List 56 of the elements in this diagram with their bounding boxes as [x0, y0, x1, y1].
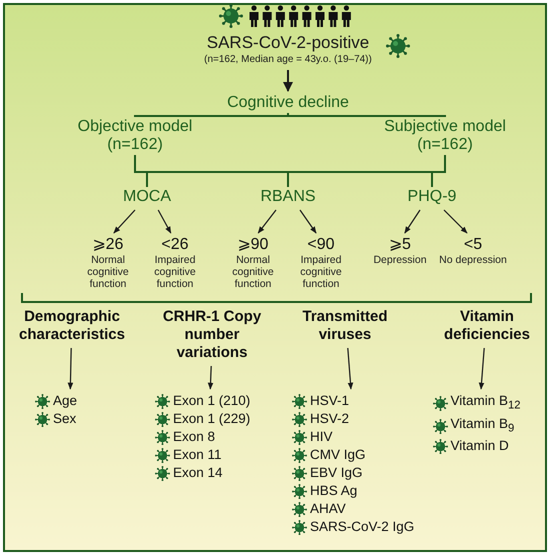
- arrow: [404, 210, 420, 234]
- outcome-label: Impaired cognitive function: [153, 254, 197, 290]
- list-item: CMV IgG: [310, 446, 366, 464]
- arrow: [113, 210, 136, 234]
- node-label: PHQ-9: [408, 188, 456, 206]
- score-threshold: <90: [307, 236, 335, 254]
- arrow: [300, 210, 317, 234]
- list-item: Vitamin D: [450, 437, 509, 456]
- score-threshold: ⩾26: [92, 236, 124, 254]
- bracket-line: [431, 155, 446, 187]
- arrow: [478, 348, 485, 390]
- arrow: [258, 210, 276, 234]
- bracket-line: [287, 113, 446, 118]
- list-item: Exon 14: [173, 464, 223, 482]
- category-heading: Demographic characteristics: [18, 308, 126, 344]
- outcome-label: Normal cognitive function: [86, 254, 130, 290]
- arrow: [444, 210, 468, 234]
- node-label: Subjective model (n=162): [383, 118, 507, 154]
- group-subtitle: (n=162, Median age = 43y.o. (19–74)): [204, 53, 372, 66]
- group-title: SARS-CoV-2-positive: [206, 33, 370, 53]
- bracket-line: [134, 113, 289, 118]
- outcome-label: No depression: [439, 254, 507, 266]
- category-heading: Transmitted viruses: [301, 308, 389, 344]
- list-item: HSV-2: [310, 410, 350, 428]
- arrow: [68, 348, 74, 390]
- list-item: Vitamin B$_{9}$: [450, 414, 514, 436]
- node-label: RBANS: [260, 188, 316, 206]
- list-item: Exon 1 (210): [173, 392, 250, 410]
- node-label: Cognitive decline: [227, 94, 349, 112]
- list-item: AHAV: [310, 500, 346, 518]
- score-threshold: <26: [161, 236, 189, 254]
- list-item: EBV IgG: [310, 464, 363, 482]
- outcome-label: Impaired cognitive function: [299, 254, 343, 290]
- arrow: [158, 210, 172, 234]
- arrow: [347, 348, 354, 390]
- arrow: [283, 70, 293, 92]
- list-item: HIV: [310, 428, 333, 446]
- list-item: Sex: [53, 410, 76, 428]
- score-threshold: ⩾90: [238, 236, 268, 254]
- node-label: MOCA: [123, 188, 171, 206]
- list-item: Vitamin B$_{12}$: [450, 392, 521, 414]
- score-threshold: ⩾5: [389, 236, 411, 254]
- category-heading: CRHR-1 Copy number variations: [162, 308, 262, 362]
- list-item: SARS-CoV-2 IgG: [310, 518, 414, 536]
- list-item: Age: [53, 392, 78, 410]
- list-item: Exon 11: [173, 446, 222, 464]
- list-item: Exon 1 (229): [173, 410, 250, 428]
- list-item: Exon 8: [173, 428, 216, 446]
- outcome-label: Normal cognitive function: [231, 254, 275, 290]
- arrow: [208, 366, 214, 390]
- outcome-label: Depression: [373, 254, 427, 266]
- score-threshold: <5: [464, 236, 482, 254]
- list-item: HSV-1: [310, 392, 350, 410]
- node-label: Objective model (n=162): [76, 118, 194, 154]
- list-item: HBS Ag: [310, 482, 358, 500]
- category-heading: Vitamin deficiencies: [443, 308, 531, 344]
